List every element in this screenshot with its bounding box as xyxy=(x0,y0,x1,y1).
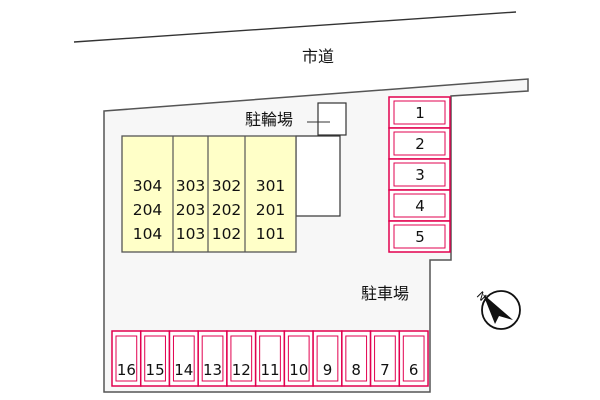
parking-space xyxy=(139,330,171,387)
parking-space xyxy=(388,220,451,253)
parking-space-number: 10 xyxy=(289,361,308,379)
parking-space-number: 6 xyxy=(409,361,419,379)
parking-space xyxy=(369,330,401,387)
parking-space-inner xyxy=(259,335,281,382)
parking-space xyxy=(388,127,451,160)
unit-number: 202 xyxy=(212,201,242,219)
road-label: 市道 xyxy=(302,47,334,66)
parking-space xyxy=(312,330,343,387)
parking-space-number: 14 xyxy=(174,361,193,379)
parking-space-inner xyxy=(230,335,253,382)
building-outline xyxy=(121,135,297,253)
apartment-building: 304 204 104 303 203 103 302 202 102 301 201 101 xyxy=(121,135,297,253)
unit-number: 104 xyxy=(133,225,163,243)
parking-space-number: 9 xyxy=(323,361,333,379)
north-arrow-icon: N xyxy=(474,289,521,330)
parking-space-number: 5 xyxy=(415,228,425,246)
unit-number: 304 xyxy=(133,177,163,195)
unit-number: 302 xyxy=(212,177,242,195)
parking-space-inner xyxy=(287,335,310,382)
parking-space xyxy=(398,330,429,387)
bicycle-parking-label: 駐輪場 xyxy=(245,110,293,129)
parking-space xyxy=(226,330,257,387)
parking-space-number: 7 xyxy=(380,361,390,379)
parking-space xyxy=(388,189,451,222)
bicycle-parking-area: 駐輪場 xyxy=(245,102,347,136)
parking-space-inner xyxy=(393,224,446,249)
parking-space xyxy=(388,158,451,191)
parking-space-number: 1 xyxy=(415,104,425,122)
open-space xyxy=(295,135,341,217)
unit-number: 203 xyxy=(176,201,206,219)
parking-space-inner xyxy=(393,162,446,187)
parking-space-number: 16 xyxy=(117,361,136,379)
unit-number: 101 xyxy=(256,225,286,243)
parking-space-number: 12 xyxy=(232,361,251,379)
unit-number: 102 xyxy=(212,225,242,243)
parking-space xyxy=(283,330,314,387)
bicycle-parking-box xyxy=(317,102,347,136)
parking-space-inner xyxy=(144,335,166,382)
parking-space-inner xyxy=(172,335,195,382)
parking-space-number: 11 xyxy=(260,361,279,379)
parking-space-number: 4 xyxy=(415,197,425,215)
parking-space-number: 2 xyxy=(415,135,425,153)
parking-space xyxy=(197,330,228,387)
parking-space-inner xyxy=(393,193,446,218)
compass-needle xyxy=(483,294,513,324)
parking-space-inner xyxy=(374,335,396,382)
road-edge-top xyxy=(73,11,517,43)
unit-number: 303 xyxy=(176,177,206,195)
parking-space-inner xyxy=(316,335,339,382)
parking-space-inner xyxy=(402,335,425,382)
parking-space-inner xyxy=(393,131,446,156)
unit-number: 103 xyxy=(176,225,206,243)
road-area: 市道 xyxy=(73,11,517,66)
unit-number: 204 xyxy=(133,201,163,219)
parking-space-number: 8 xyxy=(351,361,361,379)
unit-number: 301 xyxy=(256,177,286,195)
car-parking-label: 駐車場 xyxy=(361,284,409,303)
unit-number: 201 xyxy=(256,201,286,219)
parking-space-number: 15 xyxy=(146,361,165,379)
parking-right-group: 1 2 3 4 5 xyxy=(388,96,451,253)
parking-space-number: 13 xyxy=(203,361,222,379)
parking-space-inner xyxy=(345,335,368,382)
parking-space-inner xyxy=(201,335,224,382)
parking-space-number: 3 xyxy=(415,166,425,184)
parking-space xyxy=(111,330,142,387)
parking-space-inner xyxy=(115,335,138,382)
parking-space xyxy=(341,330,372,387)
parking-space-inner xyxy=(393,100,446,125)
